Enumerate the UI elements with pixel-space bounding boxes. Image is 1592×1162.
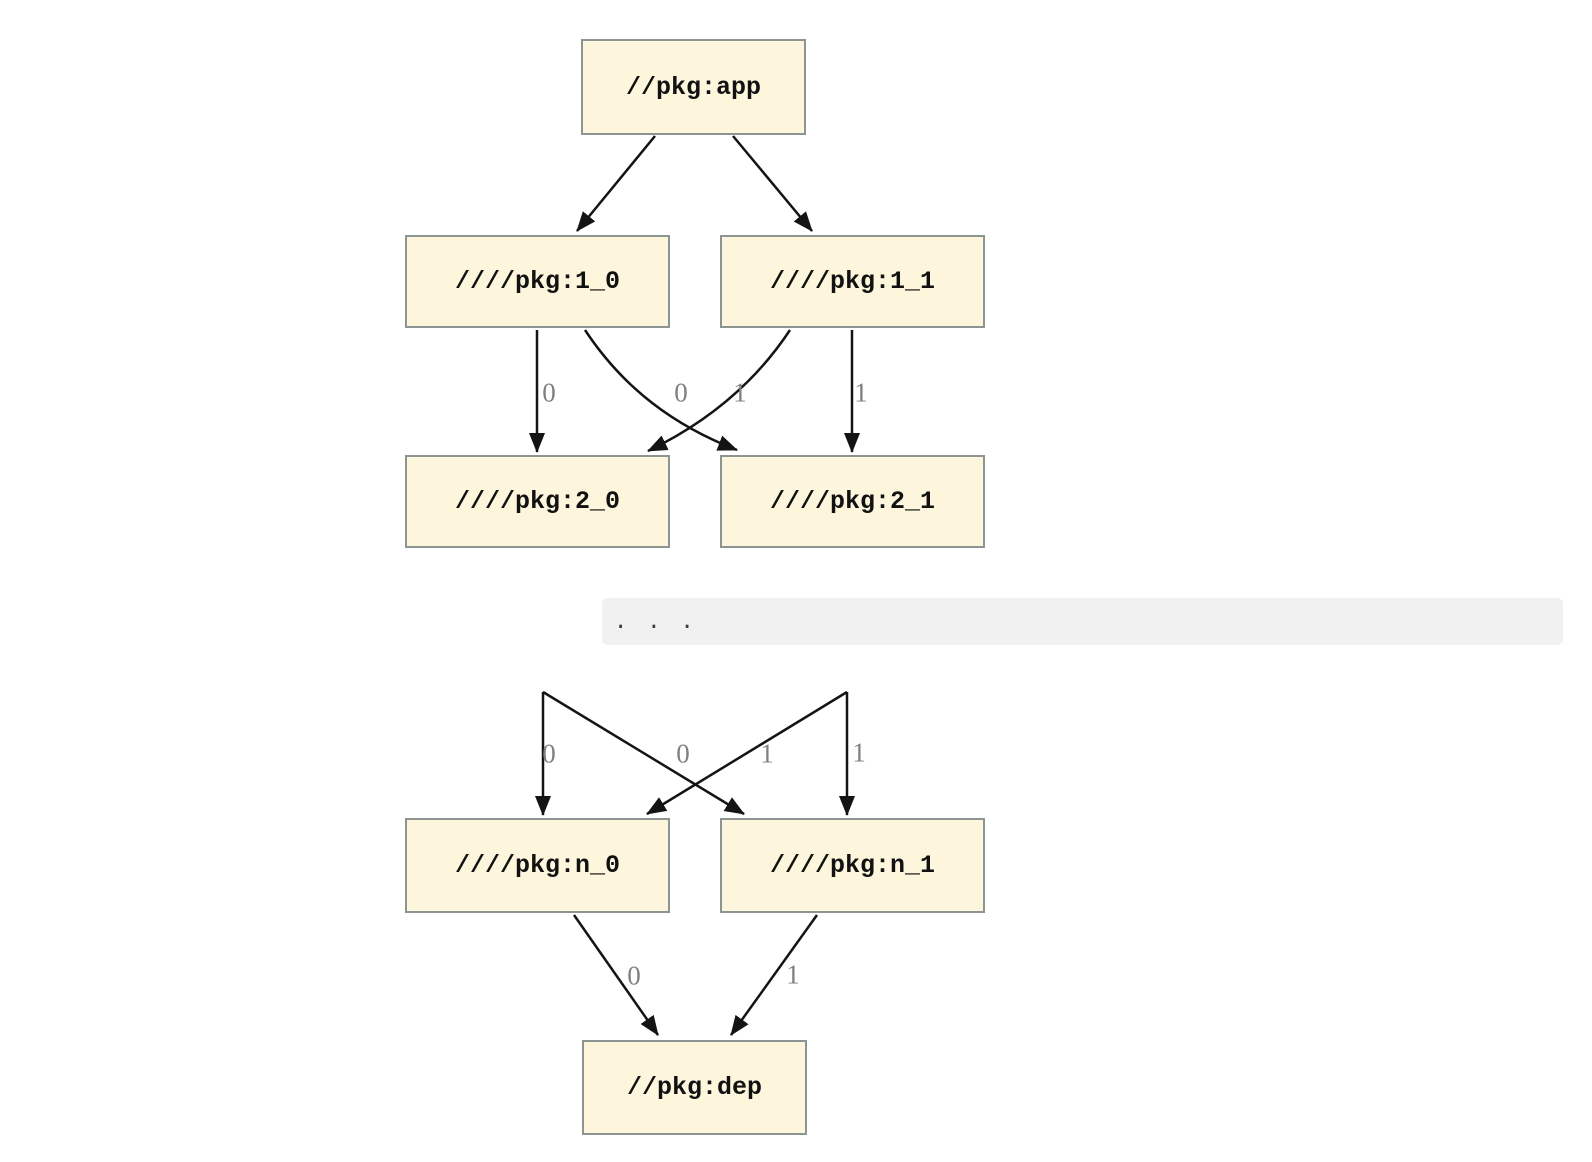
edge-label-1_1-2_1: 1 <box>854 377 868 408</box>
edge-1_1-to-2_0 <box>647 329 792 453</box>
edge-elided-to-n_0-diagonal <box>646 690 848 816</box>
edge-label-1_0-2_1: 1 <box>733 377 747 408</box>
node-pkg-dep: //pkg:dep <box>582 1040 807 1135</box>
edge-n_1-to-dep <box>729 914 819 1036</box>
ellipsis-dots: ... <box>614 609 714 634</box>
edge-label-n_1-dep: 1 <box>786 959 800 990</box>
node-pkg-1_0: ////pkg:1_0 <box>405 235 670 328</box>
edge-label-elided-n_0-diagonal: 0 <box>676 738 690 769</box>
node-pkg-app: //pkg:app <box>581 39 806 135</box>
edge-label-1_1-2_0: 0 <box>674 377 688 408</box>
edge-label-1_0-2_0: 0 <box>542 377 556 408</box>
edge-n_0-to-dep <box>572 914 660 1036</box>
elision-bar: ... <box>602 598 1563 645</box>
edge-1_0-to-2_1 <box>583 329 738 452</box>
edge-app-to-1_0 <box>576 135 656 232</box>
edge-label-elided-n_0-vertical: 0 <box>542 738 556 769</box>
edge-elided-to-n_1-diagonal <box>542 690 745 816</box>
edge-label-n_0-dep: 0 <box>627 960 641 991</box>
node-pkg-n_1: ////pkg:n_1 <box>720 818 985 913</box>
node-pkg-n_0: ////pkg:n_0 <box>405 818 670 913</box>
edge-label-elided-n_1-diagonal: 1 <box>760 738 774 769</box>
node-pkg-1_1: ////pkg:1_1 <box>720 235 985 328</box>
node-pkg-2_1: ////pkg:2_1 <box>720 455 985 548</box>
edge-label-elided-n_1-vertical: 1 <box>852 737 866 768</box>
node-pkg-2_0: ////pkg:2_0 <box>405 455 670 548</box>
edge-app-to-1_1 <box>732 135 813 232</box>
